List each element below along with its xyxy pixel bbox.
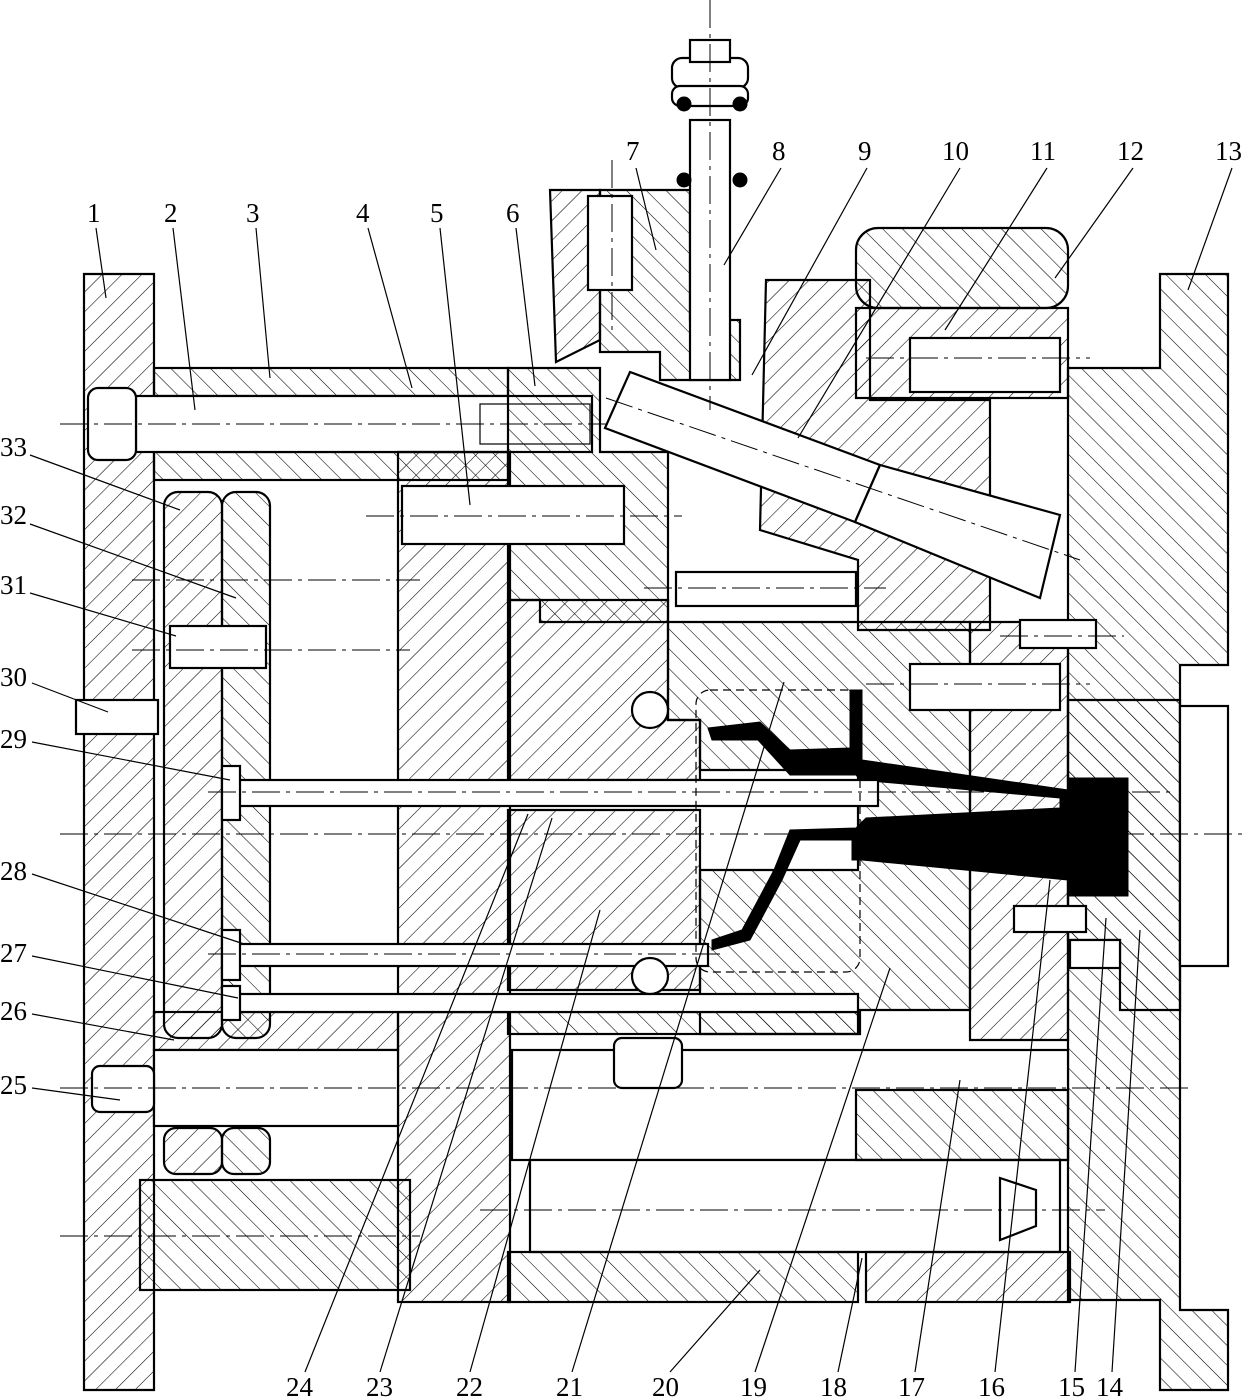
label-15: 15	[1058, 1372, 1085, 1400]
label-17: 17	[898, 1372, 925, 1400]
bottom-spacer	[138, 1178, 412, 1292]
label-14: 14	[1096, 1372, 1124, 1400]
o-ring-left	[676, 96, 692, 112]
label-11: 11	[1030, 136, 1056, 166]
bottom-rail	[152, 1010, 400, 1052]
screw-bottom-right	[1012, 904, 1088, 934]
center-line-pin	[605, 397, 1081, 561]
part-28-pin-head	[220, 928, 242, 982]
label-2: 2	[164, 198, 178, 228]
hidden-cavity-outline	[695, 689, 861, 973]
screw-right-1	[908, 662, 1062, 712]
cooling-hole-upper	[630, 690, 670, 730]
labels-left: 33 32 31 30 29 28 27 26 25	[0, 432, 27, 1100]
part-5-screw	[400, 484, 626, 546]
part-32-ejector-lower	[220, 1126, 272, 1176]
moulded-part	[707, 689, 1129, 951]
label-9: 9	[858, 136, 872, 166]
part-33-ejector-retainer	[162, 490, 224, 1040]
o-ring-right-2	[732, 172, 748, 188]
part-33-ejector-lower	[162, 1126, 224, 1176]
screw-mid	[674, 570, 858, 608]
part-29-pin-head	[220, 764, 242, 822]
part-25-screw-head	[90, 1064, 156, 1114]
label-25: 25	[0, 1070, 27, 1100]
part-7-screw	[586, 194, 634, 292]
part-19-bush-cap	[998, 1176, 1038, 1242]
part-3-upper-plate	[152, 366, 510, 398]
part-18-lower-plate	[864, 1250, 1072, 1304]
label-7: 7	[626, 136, 640, 166]
o-ring-left-2	[676, 172, 692, 188]
label-16: 16	[978, 1372, 1005, 1400]
label-33: 33	[0, 432, 27, 462]
label-26: 26	[0, 996, 27, 1026]
part-27-return-pin	[236, 992, 860, 1014]
label-18: 18	[820, 1372, 847, 1400]
labels-bottom: 24 23 22 21 20 19 18 17 16 15 14	[286, 1372, 1124, 1400]
part-29-ejector-pin	[236, 778, 880, 808]
label-19: 19	[740, 1372, 767, 1400]
part-31-screw	[168, 624, 268, 670]
label-30: 30	[0, 662, 27, 692]
label-28: 28	[0, 856, 27, 886]
label-29: 29	[0, 724, 27, 754]
label-13: 13	[1215, 136, 1242, 166]
label-22: 22	[456, 1372, 483, 1400]
part-15-screw	[1068, 938, 1122, 970]
part-10-angled-pin-end	[853, 463, 1062, 600]
label-20: 20	[652, 1372, 679, 1400]
label-12: 12	[1117, 136, 1144, 166]
screw-right-2	[1018, 618, 1098, 650]
label-5: 5	[430, 198, 444, 228]
o-ring-right	[732, 96, 748, 112]
label-23: 23	[366, 1372, 393, 1400]
label-31: 31	[0, 570, 27, 600]
part-30-screw	[74, 698, 160, 736]
label-1: 1	[87, 198, 101, 228]
locating-ring	[1178, 704, 1230, 968]
label-4: 4	[356, 198, 370, 228]
label-8: 8	[772, 136, 786, 166]
labels-top: 1 2 3 4 5 6 7 8 9 10 11 12 13	[87, 136, 1242, 228]
label-21: 21	[556, 1372, 583, 1400]
part-20-guide-bushing	[528, 1158, 1062, 1254]
label-24: 24	[286, 1372, 314, 1400]
label-6: 6	[506, 198, 520, 228]
part-12-heel-block	[854, 226, 1070, 310]
part-19-bush-plate	[506, 1250, 860, 1304]
guide-block	[854, 1088, 1070, 1162]
label-32: 32	[0, 500, 27, 530]
cooling-hole-lower	[630, 956, 670, 996]
label-27: 27	[0, 938, 27, 968]
part-11-screw	[908, 336, 1062, 394]
label-10: 10	[942, 136, 969, 166]
leader-lines	[29, 167, 1233, 1373]
label-3: 3	[246, 198, 260, 228]
part-27-pin-head	[220, 984, 242, 1022]
